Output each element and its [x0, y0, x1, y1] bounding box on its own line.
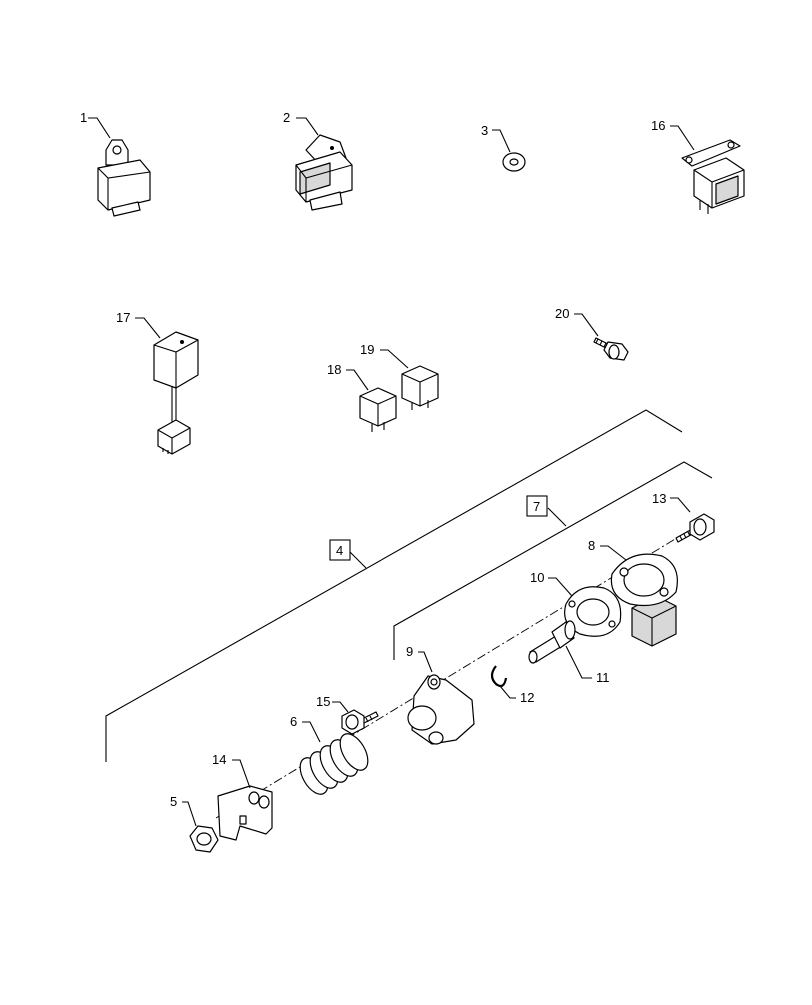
part-14-mounting-plate	[217, 785, 273, 841]
part-9-valve-body	[407, 674, 475, 745]
callout-18: 18	[327, 362, 341, 377]
assembly-4-bracket	[105, 409, 683, 762]
part-5-flange-nut	[189, 825, 219, 853]
callout-19: 19	[360, 342, 374, 357]
part-13-flanged-bolt	[675, 513, 715, 543]
callout-4: 4	[336, 543, 343, 558]
part-11-shaft	[528, 620, 576, 664]
part-20-flanged-bolt	[593, 337, 629, 361]
callout-2: 2	[283, 110, 290, 125]
part-2-relay-module	[295, 134, 353, 211]
part-18-mini-relay	[359, 387, 397, 432]
part-6-coil-spring	[299, 733, 369, 795]
part-3-washer	[502, 152, 526, 172]
part-17-module-with-lead	[153, 331, 199, 455]
callout-16: 16	[651, 118, 665, 133]
part-1-relay-module	[97, 139, 151, 217]
callout-20: 20	[555, 306, 569, 321]
callout-7: 7	[533, 499, 540, 514]
callout-8: 8	[588, 538, 595, 553]
callout-14: 14	[212, 752, 226, 767]
callout-13: 13	[652, 491, 666, 506]
callout-5: 5	[170, 794, 177, 809]
assembly-7-bracket	[393, 461, 713, 660]
callout-9: 9	[406, 644, 413, 659]
callout-6: 6	[290, 714, 297, 729]
callout-10: 10	[530, 570, 544, 585]
part-19-mini-relay	[401, 365, 439, 410]
part-12-snap-ring	[490, 665, 508, 688]
part-16-flange-relay	[681, 139, 745, 214]
callout-17: 17	[116, 310, 130, 325]
part-15-flanged-bolt	[341, 709, 379, 735]
callout-12: 12	[520, 690, 534, 705]
callout-11: 11	[596, 670, 610, 685]
callout-1: 1	[80, 110, 87, 125]
callout-3: 3	[481, 123, 488, 138]
callout-15: 15	[316, 694, 330, 709]
part-8-flange-housing	[610, 553, 678, 647]
